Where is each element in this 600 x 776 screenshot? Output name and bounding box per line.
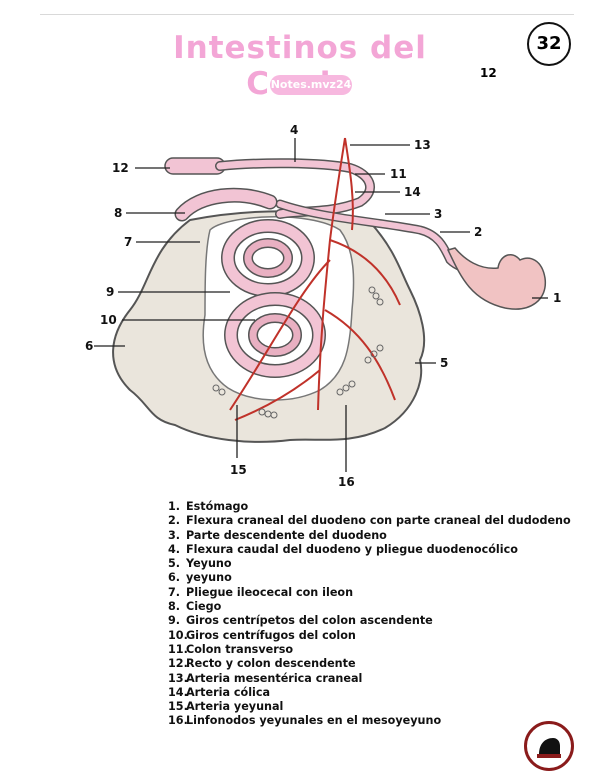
author-badge: Notes.mvz24 [270,75,352,95]
spiral-colon [221,219,326,378]
legend-item: 2.Flexura craneal del duodeno con parte … [168,514,571,528]
label-12: 12 [112,161,129,175]
legend-item: 10.Giros centrífugos del colon [168,628,356,642]
stomach [446,247,546,310]
legend-item: 7.Pliegue ileocecal con ileon [168,585,354,599]
legend-item: 3.Parte descendente del duodeno [168,528,387,542]
label-4: 4 [290,123,298,137]
label-7: 7 [124,235,132,249]
label-15: 15 [230,463,247,477]
legend-item: 12.Recto y colon descendente [168,657,356,671]
legend-item: 14.Arteria cólica [168,685,271,699]
legend-item: 15.Arteria yeyunal [168,700,284,714]
page-number: 32 [527,22,571,66]
legend-item: 13.Arteria mesentérica craneal [168,671,363,685]
label-2: 2 [474,225,482,239]
label-16: 16 [338,475,355,489]
intestine-diagram: 1 2 3 4 5 6 7 8 9 10 11 12 13 14 15 16 [85,123,561,489]
label-13: 13 [414,138,431,152]
legend-list: 1.Estómago 2.Flexura craneal del duodeno… [168,500,571,729]
legend-item: 4.Flexura caudal del duodeno y pliegue d… [168,542,518,556]
brand-logo [524,721,574,771]
top-divider [40,14,574,15]
legend-item: 1.Estómago [168,500,249,513]
label-3: 3 [434,207,442,221]
label-10: 10 [100,313,117,327]
legend-item: 9.Giros centrípetos del colon ascendente [168,614,433,628]
label-5: 5 [440,356,448,370]
legend-item: 6.yeyuno [168,571,232,585]
label-9: 9 [106,285,114,299]
legend-item: 11.Colon transverso [168,642,294,656]
legend-item: 16.Linfonodos yeyunales en el mesoyeyuno [168,714,442,728]
label-6: 6 [85,339,93,353]
diagram-labels: 1 2 3 4 5 6 7 8 9 10 11 12 13 14 15 16 [85,123,561,489]
leader-lines [94,138,548,472]
legend-item: 5.Yeyuno [168,557,232,571]
corner-note: 12 [480,66,497,80]
label-1: 1 [553,291,561,305]
lymph-nodes [212,286,384,419]
legend-item: 8.Ciego [168,600,222,614]
arteries [229,137,401,421]
label-11: 11 [390,167,407,181]
label-8: 8 [114,206,122,220]
logo-icon [537,738,561,758]
label-14: 14 [404,185,421,199]
